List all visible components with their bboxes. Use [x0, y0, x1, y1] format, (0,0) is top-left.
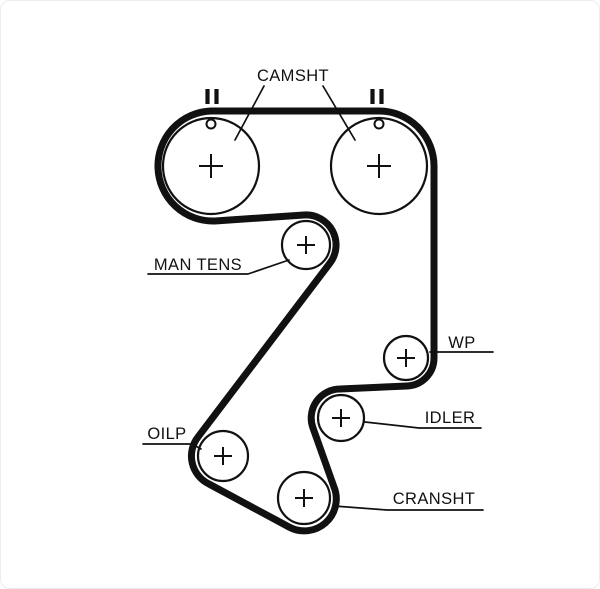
leader-line-man-tens: [147, 259, 290, 275]
label-camshaft: CAMSHT: [257, 67, 329, 85]
timing-belt: [154, 107, 438, 535]
timing-mark-right: [370, 89, 384, 104]
label-wp: WP: [448, 334, 475, 352]
water-pump-pulley: [382, 334, 430, 382]
leader-line-oilp: [142, 443, 202, 450]
camshaft-left-timing-hole: [205, 118, 217, 130]
label-idler: IDLER: [425, 409, 476, 427]
leader-line-camshaft-right: [322, 85, 356, 141]
leader-line-idler: [364, 421, 482, 429]
leader-line-cransht: [333, 505, 484, 511]
camshaft-pulley-left: [161, 116, 261, 216]
crankshaft-pulley: [276, 470, 332, 526]
label-man-tens: MAN TENS: [154, 256, 242, 274]
label-oilp: OILP: [147, 425, 186, 443]
camshaft-pulley-right: [329, 116, 429, 216]
label-cransht: CRANSHT: [393, 490, 476, 508]
timing-mark-left: [205, 89, 219, 104]
leader-line-camshaft-left: [234, 85, 265, 141]
idler-pulley: [316, 393, 366, 443]
tensioner-pulley: [280, 219, 332, 271]
camshaft-right-timing-hole: [373, 118, 385, 130]
oil-pump-pulley: [196, 429, 250, 483]
